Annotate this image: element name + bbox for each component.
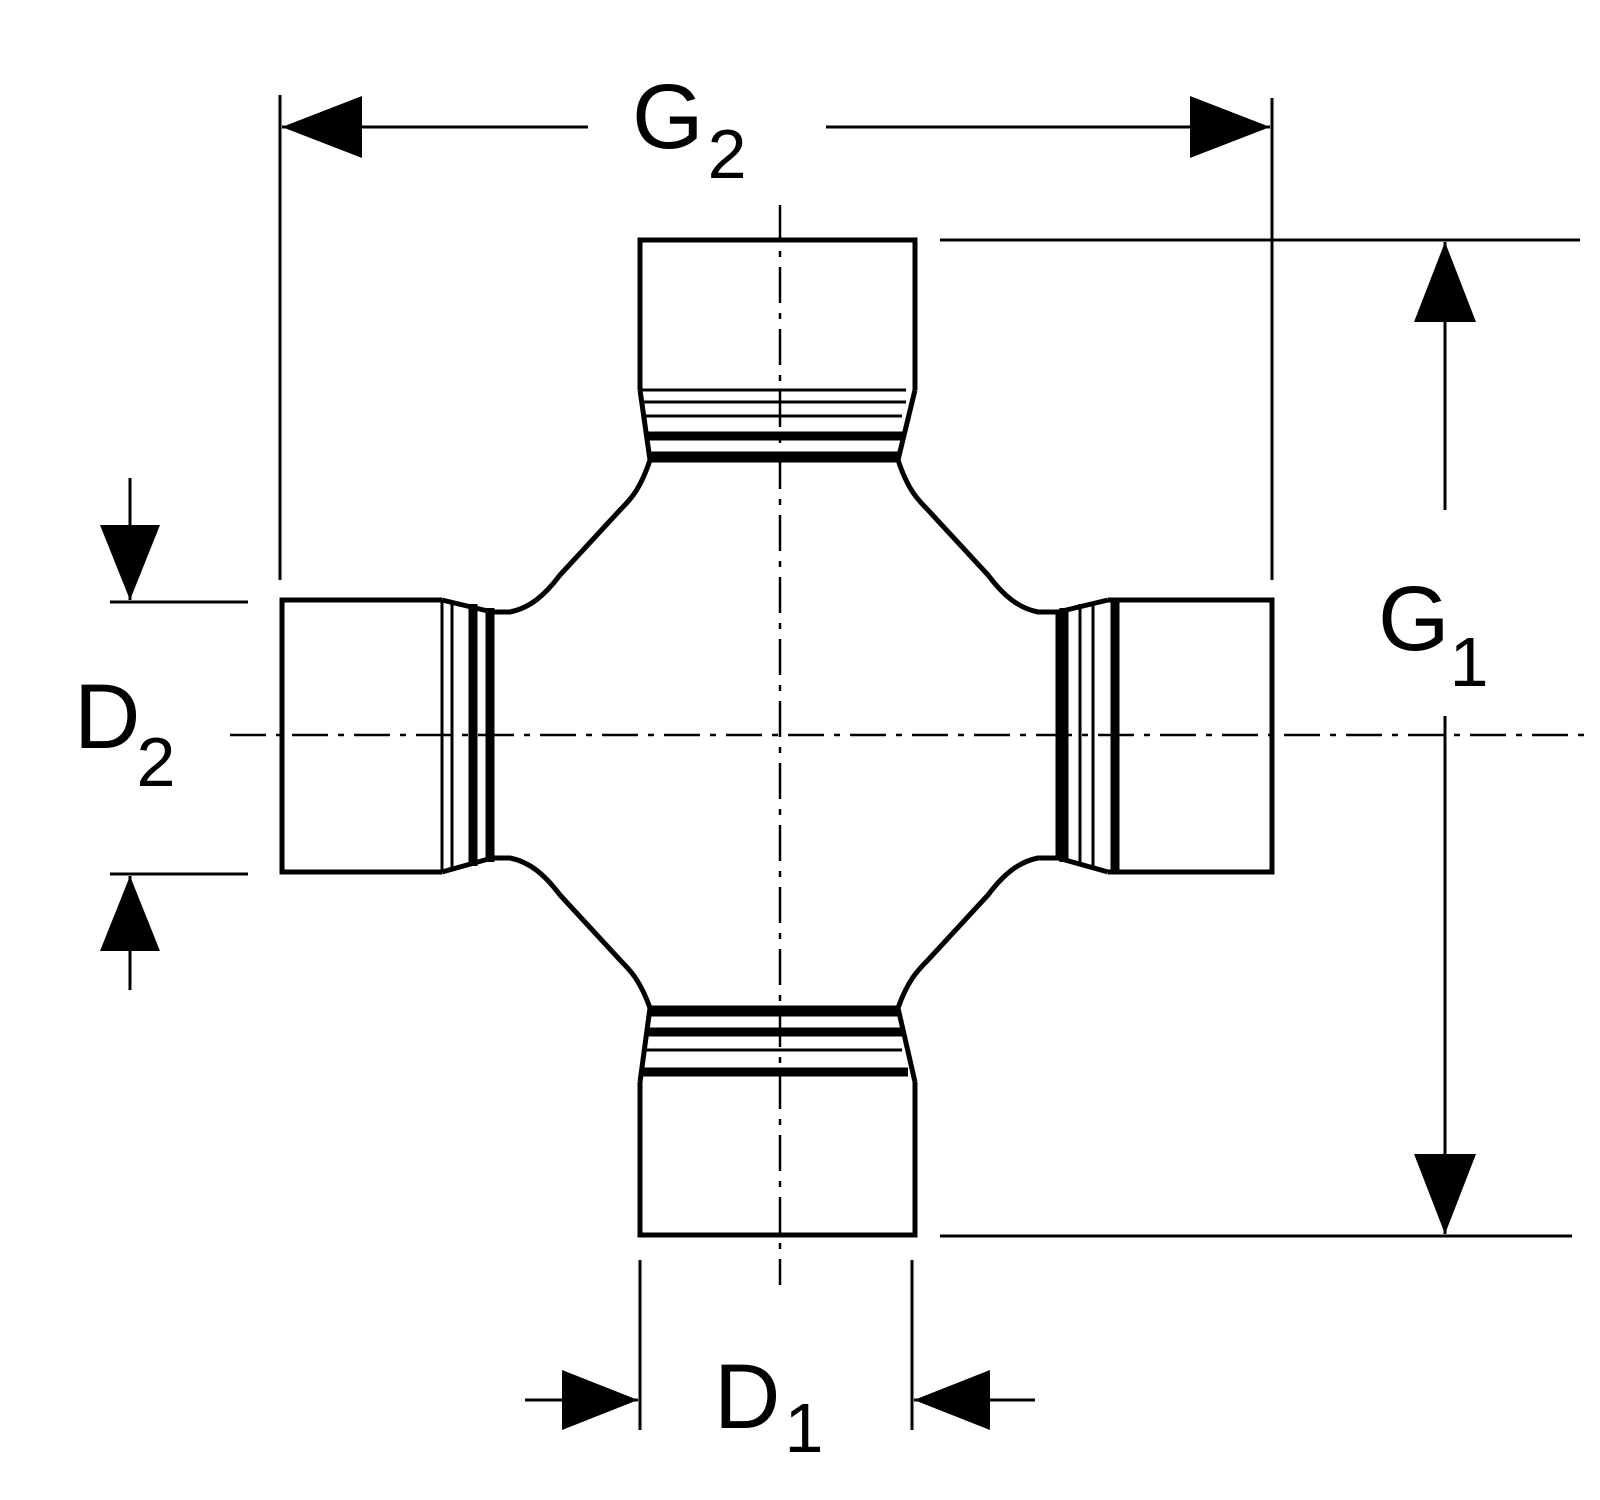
top-bearing-cap xyxy=(637,237,918,461)
g2-label: G2 xyxy=(632,66,747,193)
g1-dimension xyxy=(940,238,1580,1238)
g2-dimension xyxy=(278,95,1274,580)
g1-label: G1 xyxy=(1378,568,1489,701)
bottom-bearing-cap xyxy=(637,1007,918,1238)
d1-left-arrowhead xyxy=(562,1370,638,1430)
g1-top-arrowhead xyxy=(1414,242,1476,322)
g2-left-arrowhead xyxy=(282,96,362,158)
d2-dimension xyxy=(100,478,248,990)
d1-label: D1 xyxy=(714,1346,823,1467)
g2-right-arrowhead xyxy=(1190,96,1270,158)
d2-label: D2 xyxy=(74,666,175,801)
d2-top-arrowhead xyxy=(100,525,160,600)
d1-right-arrowhead xyxy=(914,1370,990,1430)
d1-dimension xyxy=(525,1260,1035,1430)
d2-bottom-arrowhead xyxy=(100,876,160,951)
g1-bottom-arrowhead xyxy=(1414,1154,1476,1234)
